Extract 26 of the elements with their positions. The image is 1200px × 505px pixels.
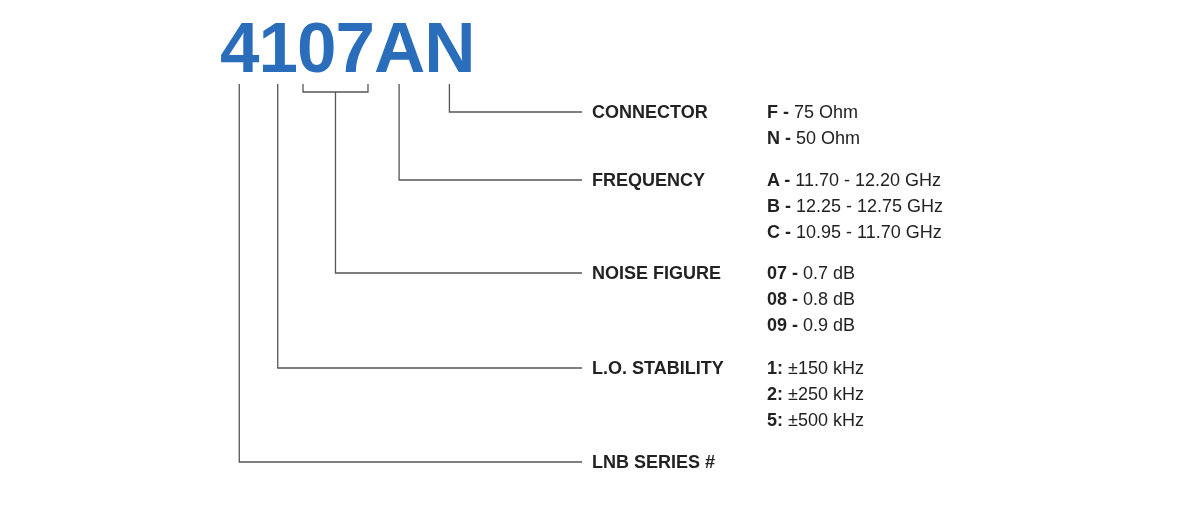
option-text: F - 75 Ohm xyxy=(767,101,859,124)
option-text: 2: ±250 kHz xyxy=(767,383,864,406)
leader-line xyxy=(448,83,583,113)
option-text: B - 12.25 - 12.75 GHz xyxy=(767,195,944,218)
category-label: CONNECTOR xyxy=(592,99,708,125)
leader-line xyxy=(238,83,583,463)
option-text: 07 - 0.7 dB xyxy=(767,262,856,285)
option-text: 1: ±150 kHz xyxy=(767,357,864,380)
option-text: A - 11.70 - 12.20 GHz xyxy=(767,169,942,192)
leader-line xyxy=(398,83,583,181)
leader-line xyxy=(302,83,583,274)
option-text: 5: ±500 kHz xyxy=(767,409,864,432)
leader-line xyxy=(277,83,583,369)
category-label: L.O. STABILITY xyxy=(592,355,724,381)
part-code-character: A xyxy=(374,8,425,88)
part-code-character: 1 xyxy=(258,8,297,88)
option-text: 08 - 0.8 dB xyxy=(767,288,856,311)
option-text: N - 50 Ohm xyxy=(767,127,861,150)
part-code-character: N xyxy=(424,8,475,88)
category-label: NOISE FIGURE xyxy=(592,260,721,286)
part-code-character: 4 xyxy=(220,8,259,88)
option-text: C - 10.95 - 11.70 GHz xyxy=(767,221,942,244)
option-text: 09 - 0.9 dB xyxy=(767,314,856,337)
category-label: FREQUENCY xyxy=(592,167,705,193)
category-label: LNB SERIES # xyxy=(592,449,716,475)
part-code-character: 07 xyxy=(297,8,374,88)
